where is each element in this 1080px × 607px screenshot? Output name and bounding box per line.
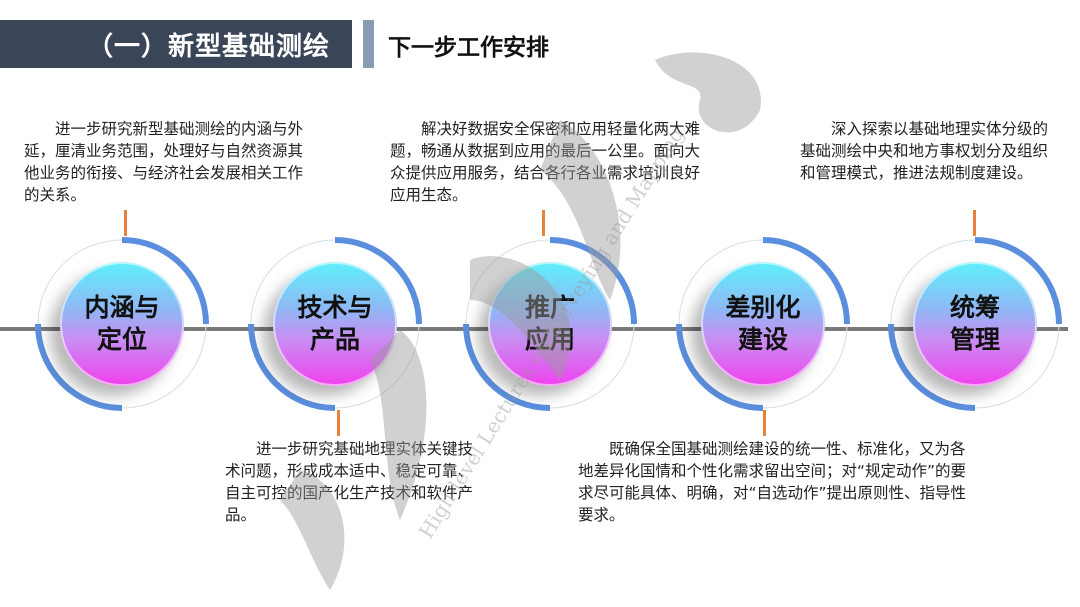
timeline-node-1[interactable]: 内涵与 定位 (32, 234, 212, 414)
description-4: 既确保全国基础测绘建设的统一性、标准化，又为各地差异化国情和个性化需求留出空间；… (578, 440, 967, 524)
ring-icon (888, 237, 1062, 411)
timeline-node-2[interactable]: 技术与 产品 (245, 234, 425, 414)
connector-4 (763, 410, 766, 436)
node-label: 推广 应用 (524, 293, 575, 354)
timeline-node-3[interactable]: 推广 应用 (460, 234, 640, 414)
section-title: （一）新型基础测绘 (86, 31, 330, 62)
node-disc: 统筹 管理 (913, 262, 1037, 386)
page-subtitle: 下一步工作安排 (388, 35, 549, 61)
node-label: 差别化 建设 (725, 293, 801, 354)
ring-icon (35, 237, 209, 411)
node-disc: 技术与 产品 (273, 262, 397, 386)
node-label: 统筹 管理 (949, 293, 1000, 354)
description-1: 进一步研究新型基础测绘的内涵与外延，厘清业务范围，处理好与自然资源其他业务的衔接… (24, 120, 304, 204)
ring-icon (463, 237, 637, 411)
connector-2 (337, 410, 340, 436)
node-label: 技术与 产品 (297, 293, 373, 354)
section-header-bar: （一）新型基础测绘 (0, 20, 352, 68)
connector-5 (973, 210, 976, 236)
node-disc: 内涵与 定位 (60, 262, 184, 386)
ring-icon (676, 237, 850, 411)
description-2: 进一步研究基础地理实体关键技术问题，形成成本适中、稳定可靠、自主可控的国产化生产… (225, 440, 474, 524)
node-disc: 推广 应用 (488, 262, 612, 386)
description-5: 深入探索以基础地理实体分级的基础测绘中央和地方事权划分及组织和管理模式，推进法规… (800, 120, 1049, 182)
timeline-node-5[interactable]: 统筹 管理 (885, 234, 1065, 414)
description-3: 解决好数据安全保密和应用轻量化两大难题，畅通从数据到应用的最后一公里。面向大众提… (390, 120, 701, 204)
ring-icon (248, 237, 422, 411)
node-label: 内涵与 定位 (84, 293, 160, 354)
connector-3 (542, 210, 545, 236)
accent-bar (363, 20, 374, 68)
connector-1 (124, 210, 127, 236)
node-disc: 差别化 建设 (701, 262, 825, 386)
timeline-node-4[interactable]: 差别化 建设 (673, 234, 853, 414)
